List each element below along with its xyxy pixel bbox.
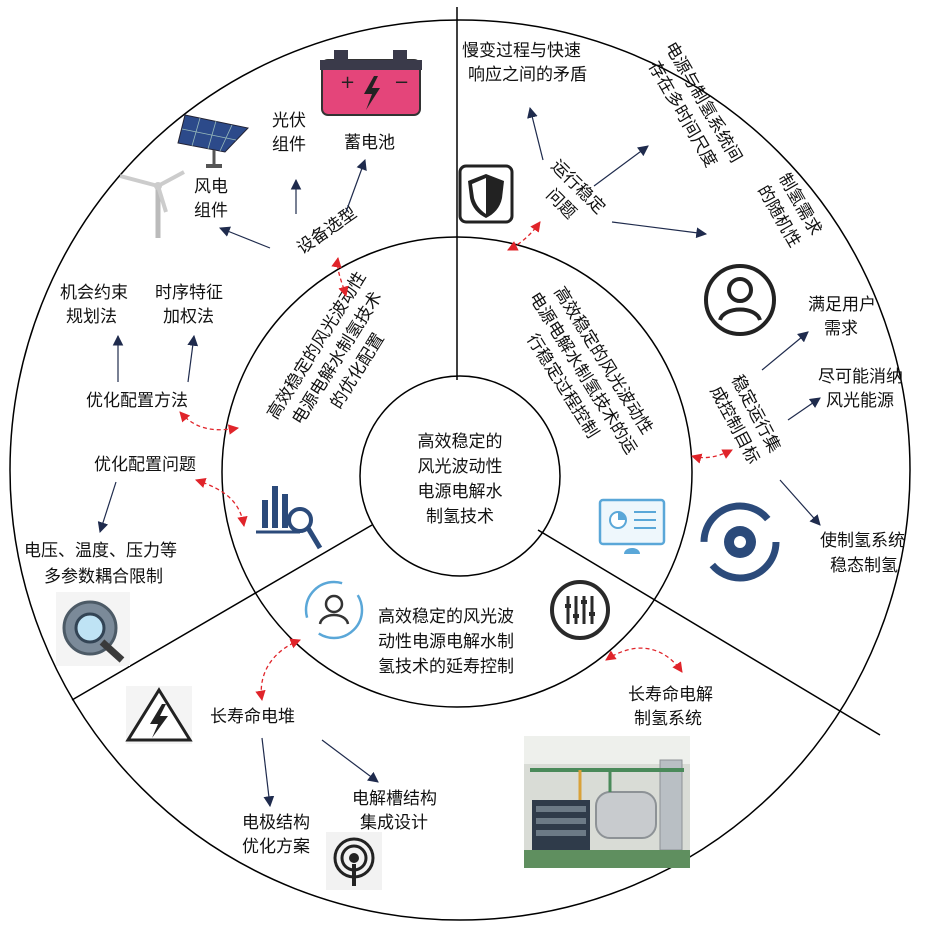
arrow-to-electrode [261, 737, 275, 808]
opt-method-label: 优化配置方法 [86, 391, 188, 411]
steady-label-2: 稳态制氢 [830, 556, 898, 576]
multiscale-label: 电源与制氢系统间 存在多时间尺度 [644, 39, 746, 171]
shield-icon [458, 164, 514, 224]
opportunity-label-1: 机会约束 [60, 283, 128, 303]
user-demand-label-2: 需求 [824, 319, 858, 339]
long-system-label-2: 制氢系统 [634, 709, 702, 729]
svg-text:+: + [340, 72, 355, 93]
contradiction-label-2: 响应之间的矛盾 [468, 65, 587, 85]
cell-design-label-1: 电解槽结构 [352, 789, 437, 809]
inner-bottom-title: 高效稳定的风光波 动性电源电解水制 氢技术的延寿控制 [378, 607, 514, 677]
stability-problem-label: 运行稳定 问题 [542, 156, 609, 223]
gear-cycle-icon [700, 502, 780, 582]
signal-icon [326, 832, 382, 890]
arrow-to-coupling [97, 481, 117, 534]
cell-design-label-2: 集成设计 [360, 813, 428, 833]
dashed-method-link [179, 411, 240, 435]
structure [9, 7, 911, 921]
center-line-3: 电源电解水 [418, 482, 503, 502]
arrow-to-steady [779, 479, 821, 526]
long-stack-label: 长寿命电堆 [210, 707, 295, 727]
randomness-label: 制氢需求 的随机性 [753, 170, 825, 251]
dashboard-icon [598, 498, 666, 554]
consume-label-2: 风光能源 [826, 391, 894, 411]
svg-text:−: − [394, 72, 409, 93]
solar-panel-icon [177, 114, 249, 168]
wind-label-2: 组件 [194, 201, 228, 221]
steady-label-1: 使制氢系统 [820, 530, 905, 551]
long-system-label-1: 长寿命电解 [628, 685, 713, 705]
coupling-label-1: 电压、温度、压力等 [24, 541, 177, 561]
electrode-label-1: 电极结构 [242, 813, 310, 833]
user-demand-label-1: 满足用户 [808, 295, 876, 315]
center-line-4: 制氢技术 [426, 507, 494, 527]
wind-label-1: 风电 [194, 177, 228, 197]
dashed-target-link [690, 449, 733, 464]
control-target-label: 稳定运行集 成控制目标 [706, 372, 785, 468]
sliders-icon [550, 580, 610, 640]
contradiction-label-1: 慢变过程与快速 [462, 40, 581, 61]
opt-problem-label: 优化配置问题 [94, 455, 196, 475]
dashed-stack-link [255, 638, 301, 702]
inner-bottom-line-1: 高效稳定的风光波 [378, 607, 514, 627]
wind-turbine-icon [119, 170, 185, 238]
arrow-to-multiscale [593, 145, 649, 187]
dashed-system-link [605, 647, 683, 673]
bottom-section: 长寿命电堆 长寿命电解 制氢系统 电解槽结构 集成设计 电极结构 优化方案 [125, 580, 713, 890]
divider-left [71, 524, 373, 701]
timing-label-1: 时序特征 [155, 283, 223, 303]
arrow-to-user-demand [761, 331, 809, 371]
arrow-to-battery [345, 158, 367, 213]
pv-label-1: 光伏 [272, 111, 306, 131]
gear-magnifier-icon [56, 592, 130, 666]
equipment-selection-label: 设备选型 [294, 203, 361, 258]
divider-right [537, 529, 881, 736]
center-line-1: 高效稳定的 [418, 432, 503, 452]
arrow-to-consume [787, 397, 821, 421]
pv-label-2: 组件 [272, 135, 306, 155]
arrow-to-cell-design [321, 739, 379, 783]
user-icon [704, 264, 776, 336]
dashed-stability-link [507, 221, 541, 251]
opportunity-label-2: 规划法 [66, 307, 117, 327]
electrolyzer-plant-image [524, 736, 690, 868]
timing-label-2: 加权法 [163, 307, 214, 327]
coupling-label-2: 多参数耦合限制 [44, 567, 163, 587]
high-voltage-icon [125, 686, 193, 744]
center-line-2: 风光波动性 [418, 457, 503, 477]
consume-label-1: 尽可能消纳 [818, 367, 903, 387]
battery-icon: + − [320, 50, 422, 116]
chart-search-icon [256, 486, 323, 550]
person-refresh-icon [304, 580, 364, 640]
inner-bottom-line-2: 动性电源电解水制 [378, 632, 514, 652]
center-title: 高效稳定的 风光波动性 电源电解水 制氢技术 [418, 432, 503, 527]
arrow-to-contradiction [527, 106, 544, 161]
inner-bottom-line-3: 氢技术的延寿控制 [378, 657, 514, 677]
arrow-to-wind [218, 226, 271, 249]
arrow-to-randomness [611, 221, 708, 239]
arrow-to-timing [187, 334, 199, 383]
center-circle [359, 375, 561, 577]
top-left-section: + − 光伏 组件 蓄电池 风电 组件 设备选型 [24, 50, 422, 666]
battery-label: 蓄电池 [344, 133, 395, 153]
dashed-problem-link [195, 478, 248, 528]
electrode-label-2: 优化方案 [242, 837, 310, 857]
outer-ring [9, 19, 911, 921]
dashed-selection-link [331, 256, 349, 297]
